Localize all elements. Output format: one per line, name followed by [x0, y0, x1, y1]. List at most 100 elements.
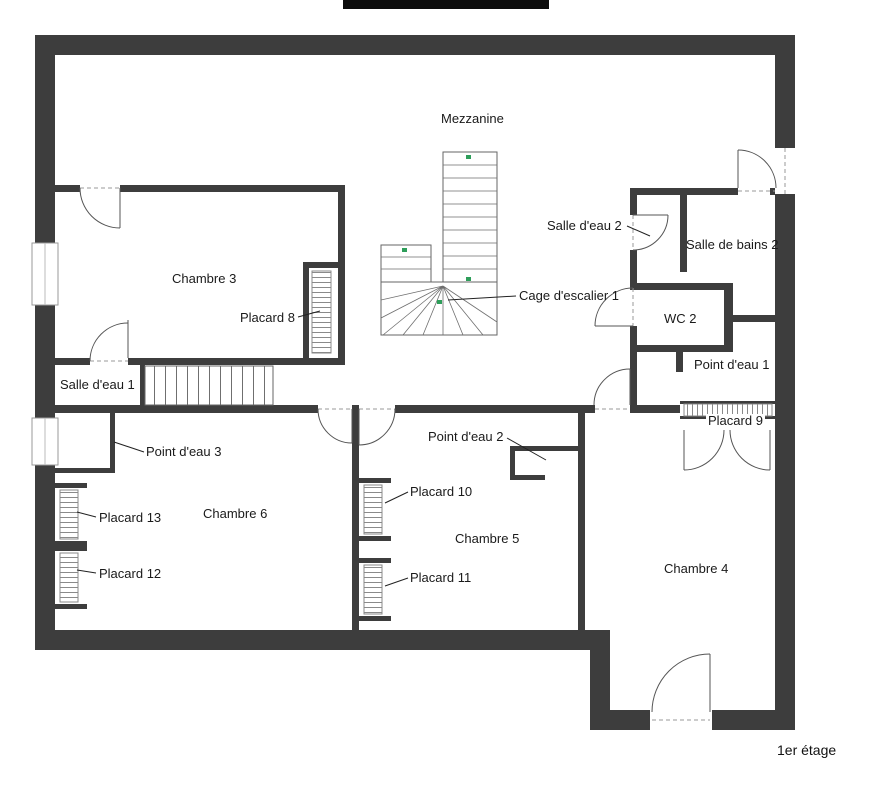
closet-door-placard12 — [59, 552, 79, 603]
stair-treads-upper — [381, 256, 431, 270]
leader-salle-deau2 — [626, 225, 651, 237]
label-placard-9: Placard 9 — [706, 413, 765, 428]
closet-door-placard11 — [363, 564, 383, 615]
leader-placard11 — [384, 577, 409, 587]
leader-point-deau3 — [113, 441, 145, 453]
opening-bottom-extension — [650, 708, 712, 734]
door-opening-dashes — [80, 148, 786, 721]
wall-point-deau2-left — [510, 446, 515, 480]
wall-placard11-top — [359, 558, 391, 563]
wall-chambre3-right — [338, 185, 345, 365]
door-salle-deau2 — [632, 214, 669, 251]
wall-chambre3-bottom-a — [55, 358, 90, 365]
wall-topright-b — [770, 188, 775, 195]
door-arcs — [79, 149, 777, 713]
wall-point-deau3-right — [110, 413, 115, 473]
label-chambre-3: Chambre 3 — [172, 271, 237, 286]
label-placard-12: Placard 12 — [99, 566, 162, 581]
label-chambre-5: Chambre 5 — [455, 531, 520, 546]
wall-placard12-top — [55, 546, 87, 551]
leader-placard8 — [297, 310, 321, 318]
wall-placard8-left — [303, 262, 309, 358]
outer-wall-top — [35, 35, 795, 55]
label-chambre-4: Chambre 4 — [664, 561, 729, 576]
outer-wall-step — [590, 630, 610, 730]
closet-door-placard8 — [311, 270, 332, 354]
wall-sde2-left-c — [630, 326, 637, 405]
interior-walls — [55, 185, 775, 650]
wall-placard13-bottom — [55, 541, 87, 546]
label-salle-deau-1: Salle d'eau 1 — [60, 377, 135, 392]
staircase-main — [261, 151, 498, 386]
wall-wc2-top — [630, 283, 733, 290]
door-chambre4-hall — [593, 368, 631, 406]
wall-placard9-top — [680, 401, 775, 404]
leader-placard10 — [384, 491, 409, 504]
label-point-deau-3: Point d'eau 3 — [146, 444, 222, 459]
closet-door-placard13 — [59, 489, 79, 540]
wall-corridor-a — [55, 405, 318, 413]
label-placard-13: Placard 13 — [99, 510, 162, 525]
wall-point-deau2-top — [510, 446, 578, 451]
wall-point-deau3-bottom — [55, 468, 115, 473]
wall-corridor-c — [630, 405, 680, 413]
outer-wall-left — [35, 35, 55, 650]
wall-wc2-bottom — [630, 345, 733, 352]
wall-sde2-left-b — [630, 250, 637, 288]
door-chambre3 — [79, 187, 121, 229]
stair-treads-main — [443, 164, 497, 270]
door-placard9-left — [683, 429, 725, 471]
label-placard-10: Placard 10 — [410, 484, 473, 499]
stair-flight-lower — [144, 365, 274, 406]
staircase-lower — [144, 365, 274, 406]
label-cage-escalier-1: Cage d'escalier 1 — [519, 288, 620, 303]
stair-winder-treads — [380, 285, 498, 336]
label-salle-de-bains-2: Salle de bains 2 — [686, 237, 779, 252]
wall-sde2-left-a — [630, 188, 637, 215]
wall-sdb2-bottom — [733, 315, 775, 322]
stair-winder — [380, 281, 498, 336]
outer-wall-right — [775, 35, 795, 730]
wall-chambre3-top-a — [55, 185, 80, 192]
outer-wall-bottom-main — [35, 630, 610, 650]
wall-chambre5-chambre4 — [578, 405, 585, 650]
wall-chambre6-chambre5 — [352, 405, 359, 650]
closet-doors — [59, 270, 773, 615]
wall-chambre3-top-b — [120, 185, 345, 192]
wall-wc2-right — [724, 283, 733, 352]
wall-point-deau2-bottom — [510, 475, 545, 480]
wall-placard10-top — [359, 478, 391, 483]
label-chambre-6: Chambre 6 — [203, 506, 268, 521]
label-wc-2: WC 2 — [664, 311, 697, 326]
door-placard9-right — [729, 429, 771, 471]
door-salle-deau1 — [89, 320, 129, 362]
wall-placard11-bottom — [359, 616, 391, 621]
outer-walls — [35, 35, 795, 730]
leader-point-deau2 — [506, 437, 547, 461]
leader-cage-escalier — [447, 295, 517, 301]
wall-point-deau1-left — [676, 352, 683, 372]
door-wc2 — [594, 287, 634, 327]
wall-placard13-top — [55, 483, 87, 488]
leader-placard12 — [76, 569, 97, 574]
door-chambre6 — [317, 408, 353, 444]
wall-sde2-sdb2 — [680, 188, 687, 272]
leader-placard13 — [76, 511, 97, 518]
label-mezzanine: Mezzanine — [441, 111, 504, 126]
closet-door-placard10 — [363, 484, 383, 535]
door-chambre4-exterior — [651, 653, 711, 713]
leader-lines — [76, 225, 651, 587]
label-point-deau-1: Point d'eau 1 — [694, 357, 770, 372]
wall-placard8-top — [303, 262, 345, 268]
label-salle-deau-2: Salle d'eau 2 — [547, 218, 622, 233]
floor-level-label: 1er étage — [777, 742, 837, 758]
wall-chambre3-bottom-b — [128, 358, 345, 365]
wall-corridor-b — [395, 405, 595, 413]
label-placard-8: Placard 8 — [240, 310, 295, 325]
door-salle-de-bains2 — [737, 149, 777, 189]
door-chambre5 — [358, 408, 396, 446]
cropped-title-bar — [343, 0, 549, 9]
wall-placard12-bottom — [55, 604, 87, 609]
